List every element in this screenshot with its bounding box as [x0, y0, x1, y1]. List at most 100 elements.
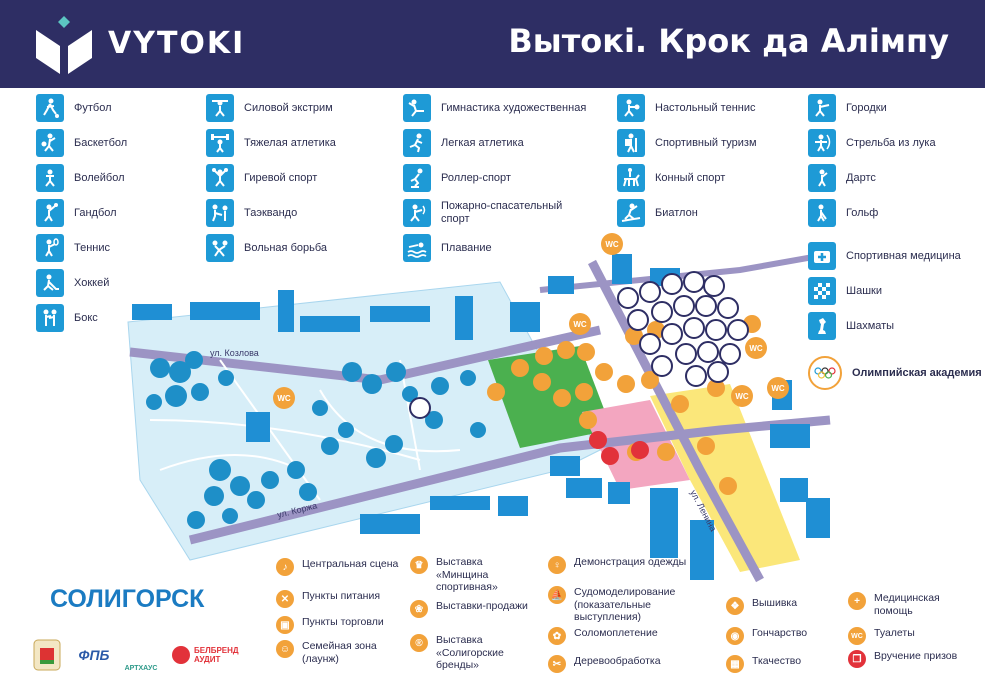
legend-label: Гандбол [74, 206, 117, 219]
wc-icon: WC [848, 627, 866, 645]
svg-text:WC: WC [277, 394, 291, 403]
legend-item-wrestling: Вольная борьба [206, 234, 391, 262]
legend-item-athletics: Легкая атлетика [403, 129, 588, 157]
brand-icon: ® [410, 634, 428, 652]
wc-pin[interactable]: WC [569, 313, 591, 335]
boxing-icon [36, 304, 64, 332]
belbrend-logo-text: БЕЛБРЕНД АУДИТ [194, 646, 239, 664]
legend-item-table-tennis: Настольный теннис [617, 94, 802, 122]
legend-label: Роллер-спорт [441, 171, 511, 184]
legend-item-football: Футбол [36, 94, 221, 122]
legend-item-hockey: Хоккей [36, 269, 221, 297]
wc-pin[interactable]: WC [731, 385, 753, 407]
legend-item-handball: Гандбол [36, 199, 221, 227]
services-item-embroidery: ❖ Вышивка [726, 597, 836, 615]
legend-item-equestrian: Конный спорт [617, 164, 802, 192]
legend-item-darts: Дартс [808, 164, 985, 192]
checkers-icon [808, 277, 836, 305]
street-label-kozlova: ул. Козлова [210, 348, 259, 358]
services-item-straw: ✿ Соломоплетение [548, 627, 718, 645]
page-title: Вытокі. Крок да Алімпу [508, 22, 949, 60]
legend-item-roller: Роллер-спорт [403, 164, 588, 192]
legend-item-chess: Шахматы [808, 312, 985, 340]
prize-pins[interactable] [589, 431, 649, 465]
legend-label: Тяжелая атлетика [244, 136, 336, 149]
brand-name: VYTOKI [108, 26, 246, 61]
activity-pins[interactable] [487, 315, 761, 495]
services-item-wc: WC Туалеты [848, 627, 978, 645]
legend-label: Городки [846, 101, 887, 114]
services-item-food: ✕ Пункты питания [276, 590, 406, 608]
city-name: СОЛИГОРСК [50, 585, 205, 613]
belbrend-logo: БЕЛБРЕНД АУДИТ [170, 638, 242, 672]
tennis-icon [36, 234, 64, 262]
legend-item-strongman: Силовой экстрим [206, 94, 391, 122]
trophy-icon: ♛ [410, 556, 428, 574]
sport-pins-cluster[interactable] [409, 271, 749, 419]
legend-label: Гимнастика художественная [441, 101, 587, 114]
legend-label: Спортивный туризм [655, 136, 757, 149]
services-item-pottery: ◉ Гончарство [726, 627, 836, 645]
woodwork-icon: ✂ [548, 655, 566, 673]
shop-icon: ▣ [276, 616, 294, 634]
food-icon: ✕ [276, 590, 294, 608]
legend-item-gymnastics: Гимнастика художественная [403, 94, 588, 122]
legend-label: Волейбол [74, 171, 125, 184]
coat-of-arms-logo [30, 638, 64, 672]
legend-label: Гиревой спорт [244, 171, 318, 184]
svg-text:WC: WC [573, 320, 587, 329]
wc-pin[interactable]: WC [767, 377, 789, 399]
services-item-family: ☺ Семейная зона (лаунж) [276, 640, 406, 665]
athletics-icon [403, 129, 431, 157]
fpb-logo: ФПБ [78, 647, 110, 663]
legend-item-tourism: Спортивный туризм [617, 129, 802, 157]
services-item-stage: ♪ Центральная сцена [276, 558, 406, 576]
legend-label: Шахматы [846, 319, 895, 332]
weightlifting-icon [206, 129, 234, 157]
legend-label: Таэквандо [244, 206, 298, 219]
legend-label: Пожарно-спасательный спорт [441, 200, 563, 225]
strongman-icon [206, 94, 234, 122]
gift-icon: ❒ [848, 650, 866, 668]
golf-icon [808, 199, 836, 227]
pottery-icon: ◉ [726, 627, 744, 645]
embroidery-icon: ❖ [726, 597, 744, 615]
services-item-gift: ❒ Вручение призов [848, 650, 978, 668]
legend-label: Бокс [74, 311, 98, 324]
straw-icon: ✿ [548, 627, 566, 645]
sports-medicine-icon [808, 242, 836, 270]
taekwondo-icon [206, 199, 234, 227]
wc-pin[interactable]: WC [745, 337, 767, 359]
legend-item-checkers: Шашки [808, 277, 985, 305]
services-item-sale: ❀ Выставки-продажи [410, 600, 530, 618]
wc-pin[interactable]: WC [601, 233, 623, 255]
legend-label: Дартс [846, 171, 876, 184]
legend-label: Плавание [441, 241, 492, 254]
services-item-shop: ▣ Пункты торговли [276, 616, 406, 634]
chess-icon [808, 312, 836, 340]
football-icon [36, 94, 64, 122]
legend-item-gorodki: Городки [808, 94, 985, 122]
sale-icon: ❀ [410, 600, 428, 618]
legend-label: Легкая атлетика [441, 136, 524, 149]
legend-label: Стрельба из лука [846, 136, 936, 149]
ship-icon: ⛵ [548, 586, 566, 604]
legend-label: Гольф [846, 206, 879, 219]
legend-item-weightlifting: Тяжелая атлетика [206, 129, 391, 157]
archery-icon [808, 129, 836, 157]
services-item-woodwork: ✂ Деревообработка [548, 655, 718, 673]
services-item-weaving: ▦ Ткачество [726, 655, 836, 673]
legend-item-sports-medicine: Спортивная медицина [808, 242, 985, 270]
gorodki-icon [808, 94, 836, 122]
wc-pin[interactable]: WC [273, 387, 295, 409]
legend-item-taekwondo: Таэквандо [206, 199, 391, 227]
services-item-trophy: ♛ Выставка «Минщина спортивная» [410, 556, 530, 594]
hockey-icon [36, 269, 64, 297]
legend-label: Баскетбол [74, 136, 128, 149]
buildings [132, 254, 830, 580]
biathlon-icon [617, 199, 645, 227]
handball-icon [36, 199, 64, 227]
legend-item-swimming: Плавание [403, 234, 588, 262]
services-item-brand: ® Выставка «Солигорские бренды» [410, 634, 530, 672]
